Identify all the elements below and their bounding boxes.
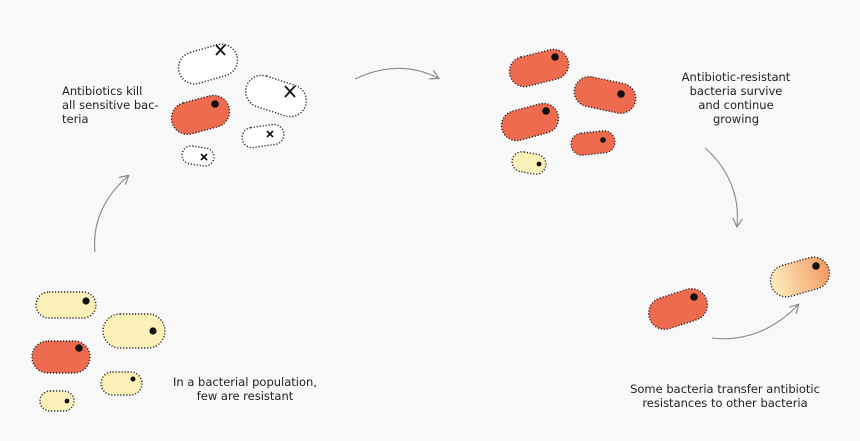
arrow-transfer [711,305,798,340]
label-line: growing [713,112,759,126]
population-group [31,291,166,412]
bacterium-resistant [170,94,231,136]
label-line: few are resistant [196,389,294,403]
bacterium-resistant [573,75,637,115]
label-line: teria [62,112,89,126]
bacterium-sensitive [102,313,166,349]
bacterium-sensitive [35,291,97,319]
bacterium-donor [647,287,709,331]
transfer-group [647,256,831,331]
bacterium-resistant [500,102,560,142]
bacterium-dead [245,74,307,118]
label-line: Antibiotic-resistant [681,70,791,84]
label-line: Some bacteria transfer antibiotic [630,382,820,396]
cross-icon [266,130,274,138]
bacterium-sensitive [39,390,75,412]
label-line: In a bacterial population, [173,375,317,389]
label-transfer: Some bacteria transfer antibiotic resist… [620,382,830,410]
bacterium-recipient [769,256,831,298]
cross-icon [215,44,226,56]
cross-icon [200,153,208,161]
arrow-surviving-to-transfer [704,147,737,226]
label-line: bacteria survive [689,84,783,98]
label-line: all sensitive bac- [62,98,159,112]
treated-group [170,43,307,167]
bacterium-resistant [31,340,91,374]
arrow-population-to-treated [94,176,128,253]
cycle-arrows [94,67,798,340]
surviving-group [500,48,637,175]
bacterium-resistant [570,130,616,156]
bacterium-sensitive [511,151,547,175]
arrow-treated-to-surviving [354,67,438,79]
label-line: resistances to other bacteria [642,396,808,410]
cross-icon [284,85,296,98]
label-line: Antibiotics kill [62,84,143,98]
label-line: and continue [698,98,774,112]
label-population: In a bacterial population, few are resis… [160,375,330,403]
bacterium-dead [181,145,215,167]
bacterium-sensitive [100,371,143,396]
bacterium-dead [241,123,285,149]
bacterium-resistant [508,48,570,88]
label-antibiotics-kill: Antibiotics kill all sensitive bac- teri… [62,84,159,126]
bacterium-dead [177,43,239,85]
label-resistant-survive: Antibiotic-resistant bacteria survive an… [666,70,806,126]
